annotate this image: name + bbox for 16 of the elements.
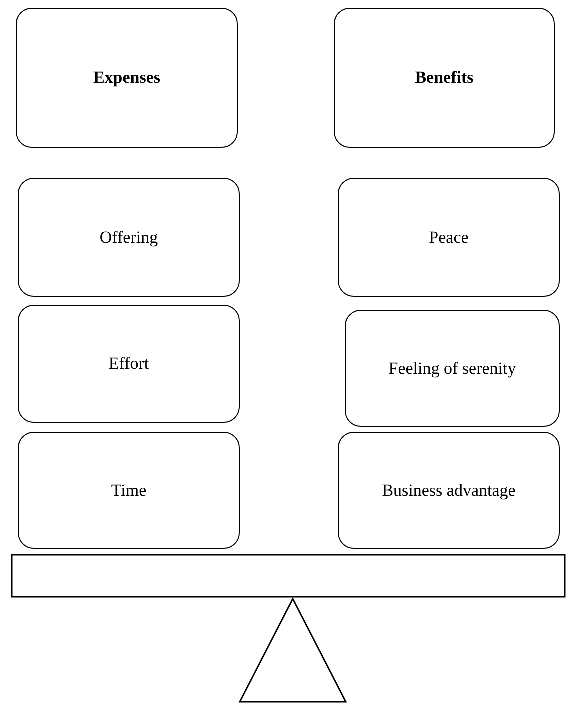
item-box xyxy=(18,432,240,549)
heading-text: Expenses xyxy=(93,68,161,88)
item-text: Time xyxy=(111,480,147,500)
item-box xyxy=(338,432,560,549)
item-box xyxy=(345,310,560,427)
heading-text: Benefits xyxy=(415,68,474,88)
item-box xyxy=(18,305,240,423)
column-heading-box xyxy=(334,8,555,148)
column-heading-box xyxy=(16,8,238,148)
item-text: Effort xyxy=(108,354,150,374)
item-box xyxy=(338,178,560,297)
item-text: Offering xyxy=(100,228,158,248)
item-text: Business advantage xyxy=(382,480,516,500)
item-text: Peace xyxy=(429,228,469,248)
item-box xyxy=(18,178,240,297)
item-text: Feeling of serenity xyxy=(388,358,516,378)
